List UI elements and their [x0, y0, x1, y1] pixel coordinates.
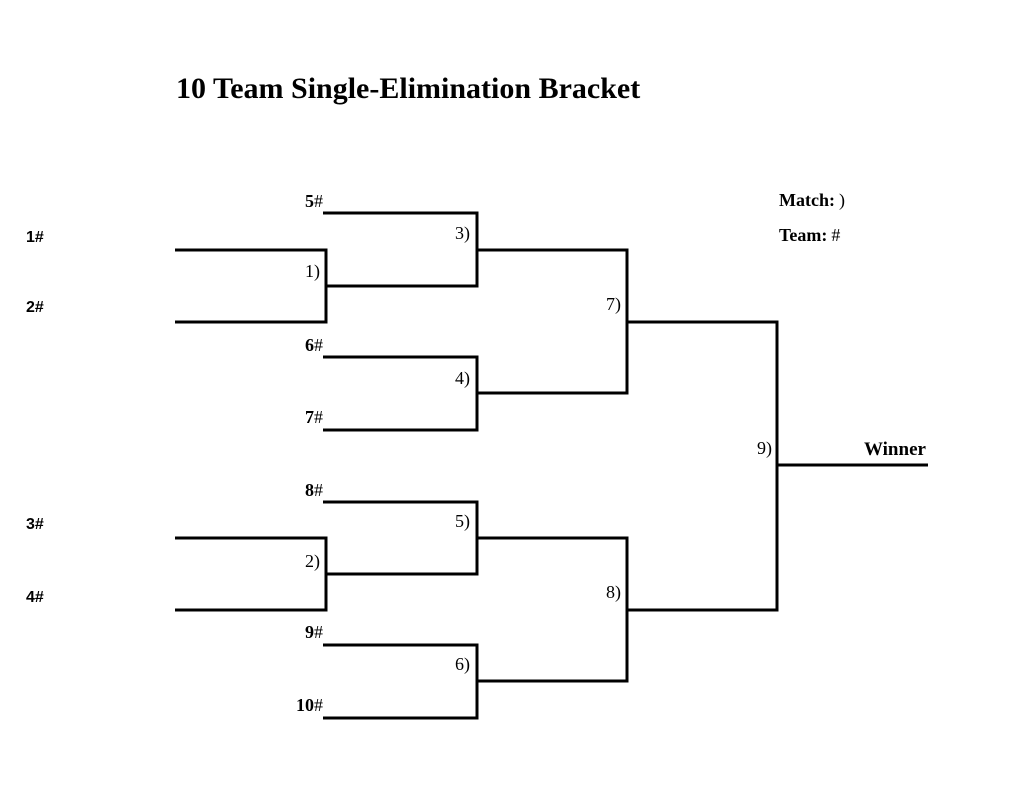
match-2-bracket-line — [175, 536, 328, 612]
match-label-6: 6) — [455, 654, 470, 674]
match-label-8: 8) — [606, 582, 621, 602]
team-slot-6: 6# — [305, 336, 323, 354]
team-slot-10-symbol: # — [314, 695, 323, 715]
team-slot-10: 10# — [296, 696, 323, 714]
match-label-2: 2) — [305, 551, 320, 571]
match-label-5: 5) — [455, 511, 470, 531]
team-slot-8-symbol: # — [314, 480, 323, 500]
match-label-4: 4) — [455, 368, 470, 388]
team-slot-7-number: 7 — [305, 407, 314, 427]
team-slot-5: 5# — [305, 192, 323, 210]
match-label-3: 3) — [455, 223, 470, 243]
seed-label-3: 3# — [26, 516, 44, 533]
team-slot-9-number: 9 — [305, 622, 314, 642]
match-5-bracket-line — [323, 500, 479, 576]
winner-label: Winner — [864, 439, 926, 460]
match-4-bracket-line — [323, 355, 479, 432]
team-slot-8-number: 8 — [305, 480, 314, 500]
team-slot-7-symbol: # — [314, 407, 323, 427]
team-slot-5-number: 5 — [305, 191, 314, 211]
team-slot-6-number: 6 — [305, 335, 314, 355]
page-title: 10 Team Single-Elimination Bracket — [176, 72, 641, 105]
team-slot-9: 9# — [305, 623, 323, 641]
match-3-bracket-line — [323, 211, 479, 288]
team-slot-9-symbol: # — [314, 622, 323, 642]
legend-team-word: Team: — [779, 225, 828, 245]
match-1-bracket-line — [175, 248, 328, 324]
legend-match-symbol: ) — [838, 190, 845, 210]
seed-label-1: 1# — [26, 229, 44, 246]
match-label-1: 1) — [305, 261, 320, 281]
match-6-bracket-line — [323, 643, 479, 720]
team-slot-8: 8# — [305, 481, 323, 499]
legend-team: Team:# — [779, 226, 840, 244]
match-label-9: 9) — [757, 438, 772, 458]
legend-team-symbol: # — [831, 225, 841, 245]
team-slot-5-symbol: # — [314, 191, 323, 211]
team-slot-10-number: 10 — [296, 695, 314, 715]
team-slot-7: 7# — [305, 408, 323, 426]
seed-label-2: 2# — [26, 299, 44, 316]
seed-label-4: 4# — [26, 589, 44, 606]
legend-match-word: Match: — [779, 190, 835, 210]
legend-match: Match:) — [779, 191, 845, 209]
match-label-7: 7) — [606, 294, 621, 314]
team-slot-6-symbol: # — [314, 335, 323, 355]
